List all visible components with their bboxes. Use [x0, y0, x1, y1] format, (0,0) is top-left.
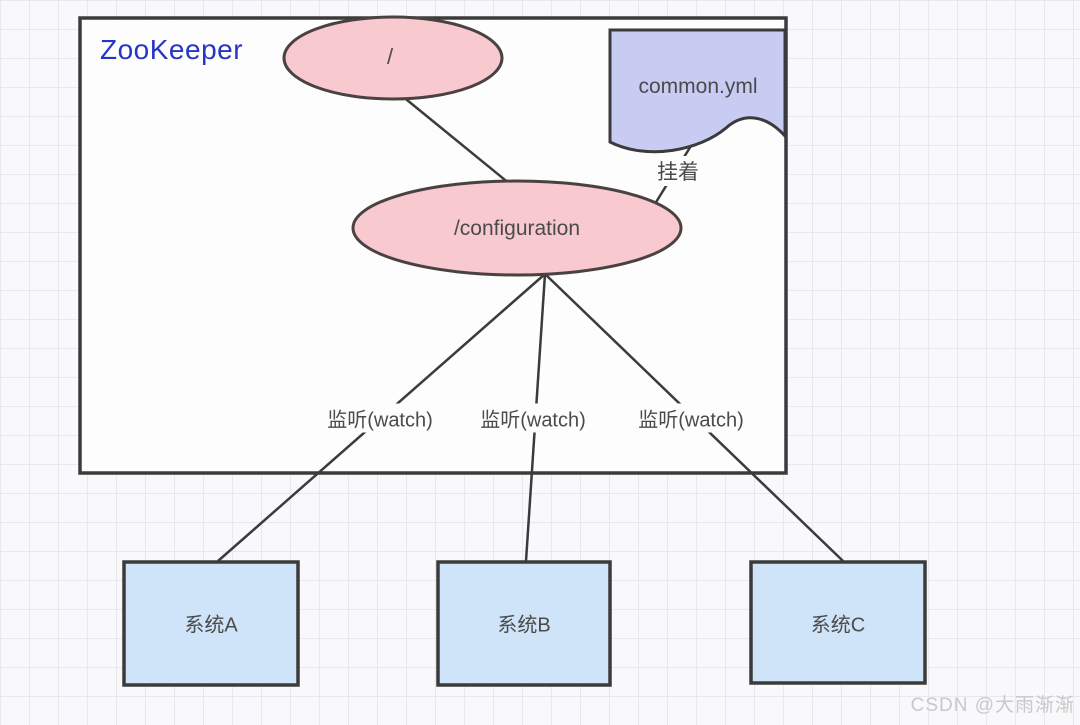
system-b-box [436, 560, 612, 687]
system-b-label: 系统B [497, 614, 551, 637]
system-a-box [122, 560, 300, 687]
document-label: common.yml [638, 75, 758, 98]
config-znode-label: /configuration [453, 217, 581, 240]
document-shape [608, 28, 787, 154]
system-a-label: 系统A [184, 614, 238, 637]
attach-edge-label: 挂着 [654, 156, 702, 186]
watch-edge-label-3: 监听(watch) [634, 403, 748, 433]
system-c-box [749, 560, 927, 685]
watch-edge-label-2: 监听(watch) [476, 403, 590, 433]
watch-edge-label-1: 监听(watch) [323, 403, 437, 433]
system-c-label: 系统C [810, 614, 866, 637]
csdn-watermark: CSDN @大雨渐渐 [910, 695, 1075, 716]
edge-root-to-config [395, 90, 511, 185]
zookeeper-title: ZooKeeper [100, 34, 244, 65]
root-znode-ellipse [282, 15, 504, 101]
config-znode-ellipse [351, 179, 683, 277]
root-znode-label: / [386, 44, 394, 69]
